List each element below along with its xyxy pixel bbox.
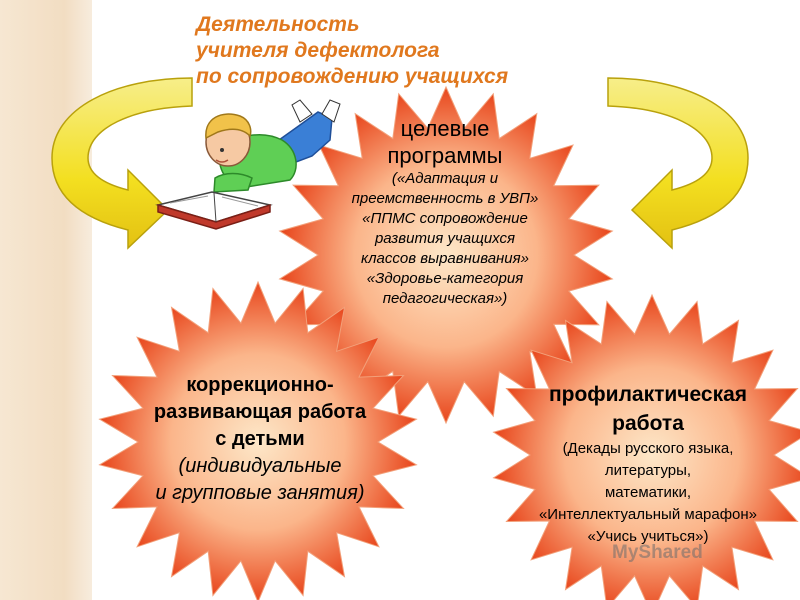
- heading-line: профилактическая: [548, 383, 748, 406]
- prevention-work-block: профилактическая работа (Декады русского…: [488, 380, 800, 548]
- page-title: Деятельность учителя дефектолога по сопр…: [196, 12, 616, 90]
- heading-line: целевые: [400, 116, 490, 141]
- title-line: по сопровождению учащихся: [196, 65, 509, 88]
- text-line: («Адаптация и: [391, 170, 499, 187]
- text-line: математики,: [604, 484, 692, 501]
- text-line: педагогическая»): [382, 290, 508, 307]
- star-shape-correction-work: [98, 280, 418, 600]
- text-line: «Учись учиться»): [587, 528, 709, 545]
- curved-arrow-left-icon: [51, 77, 193, 250]
- correction-work-block: коррекционно- развивающая работа с детьм…: [100, 372, 420, 507]
- text-line: (Декады русского языка,: [562, 440, 734, 457]
- text-line: «Здоровье-категория: [366, 270, 524, 287]
- decorative-side-strip: [0, 0, 92, 600]
- watermark: MyShared: [612, 542, 703, 563]
- heading-line: работа: [612, 412, 684, 435]
- text-line: литературы,: [604, 462, 692, 479]
- title-line: учителя дефектолога: [196, 39, 440, 62]
- target-programs-heading: целевые программы: [285, 115, 605, 169]
- text-line: преемственность в УВП»: [351, 190, 539, 207]
- text-line: (индивидуальные: [178, 455, 342, 477]
- heading-line: с детьми: [215, 428, 305, 450]
- text-line: и групповые занятия): [155, 482, 365, 504]
- star-shape-target-programs: [278, 85, 614, 425]
- target-programs-block: целевые программы («Адаптация и преемств…: [285, 115, 605, 309]
- text-line: классов выравнивания»: [361, 250, 529, 267]
- boy-reading-illustration-icon: [155, 99, 341, 230]
- title-line: Деятельность: [196, 13, 360, 36]
- heading-line: развивающая работа: [153, 401, 367, 423]
- heading-line: программы: [387, 143, 503, 168]
- text-line: «Интеллектуальный марафон»: [538, 506, 758, 523]
- curved-arrow-right-icon: [607, 77, 749, 250]
- text-line: «ППМС сопровождение: [362, 210, 528, 227]
- heading-line: коррекционно-: [186, 374, 334, 396]
- star-shape-prevention-work: [492, 293, 800, 600]
- text-line: развития учащихся: [374, 230, 516, 247]
